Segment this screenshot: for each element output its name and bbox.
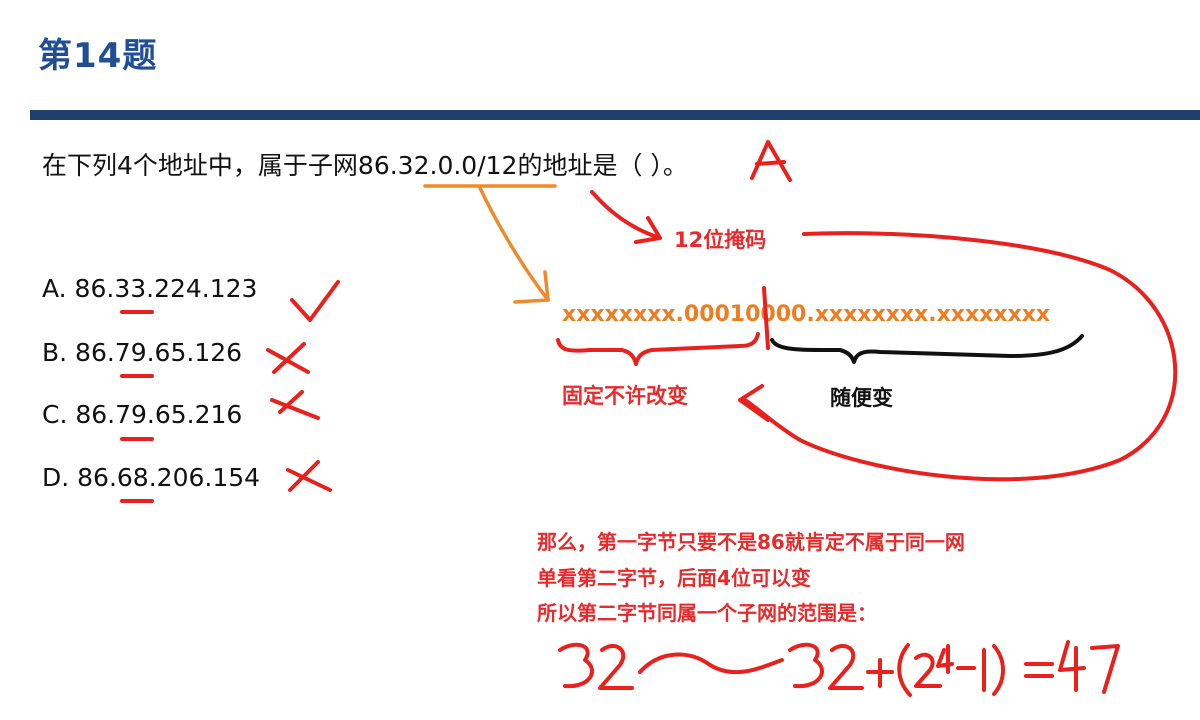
fixed-brace (556, 332, 760, 366)
option-b: B. 86.79.65.126 (42, 338, 243, 367)
note-line-3: 所以第二字节同属一个子网的范围是： (537, 601, 877, 625)
check-mark-icon (290, 280, 340, 322)
loop-arrow (743, 231, 1178, 482)
title-divider (30, 110, 1200, 120)
page-title: 第14题 (38, 36, 158, 76)
orange-arrowhead (513, 270, 550, 304)
note-line-1: 那么，第一字节只要不是86就肯定不属于同一网 (537, 530, 965, 554)
question-suffix: 的地址是（ ）。 (517, 151, 688, 180)
question-subnet: 86.32.0.0/12 (357, 151, 518, 180)
option-c: C. 86.79.65.216 (42, 400, 243, 429)
mask-arrowhead (634, 216, 662, 244)
cross-mark-icon (266, 342, 310, 374)
fixed-bits-label: 固定不许改变 (562, 384, 688, 408)
mask-arrow (590, 190, 662, 240)
cross-mark-icon (270, 390, 320, 420)
orange-arrow (478, 186, 550, 302)
cross-mark-icon (286, 460, 332, 492)
question-prefix: 在下列4个地址中，属于子网 (42, 151, 358, 180)
handwritten-formula (558, 640, 1120, 697)
mask-label: 12位掩码 (674, 228, 767, 252)
option-d: D. 86.68.206.154 (42, 463, 261, 492)
answer-a-mark (750, 140, 792, 182)
free-brace (770, 334, 1084, 364)
option-a: A. 86.33.224.123 (42, 274, 258, 303)
loop-arrowhead (738, 384, 770, 422)
question-text: 在下列4个地址中，属于子网86.32.0.0/12的地址是（ ）。 (42, 146, 688, 182)
free-bits-label: 随便变 (830, 386, 893, 410)
binary-mask-pattern: xxxxxxxx.00010000.xxxxxxxx.xxxxxxxx (562, 302, 1051, 327)
note-line-2: 单看第二字节，后面4位可以变 (537, 566, 811, 590)
